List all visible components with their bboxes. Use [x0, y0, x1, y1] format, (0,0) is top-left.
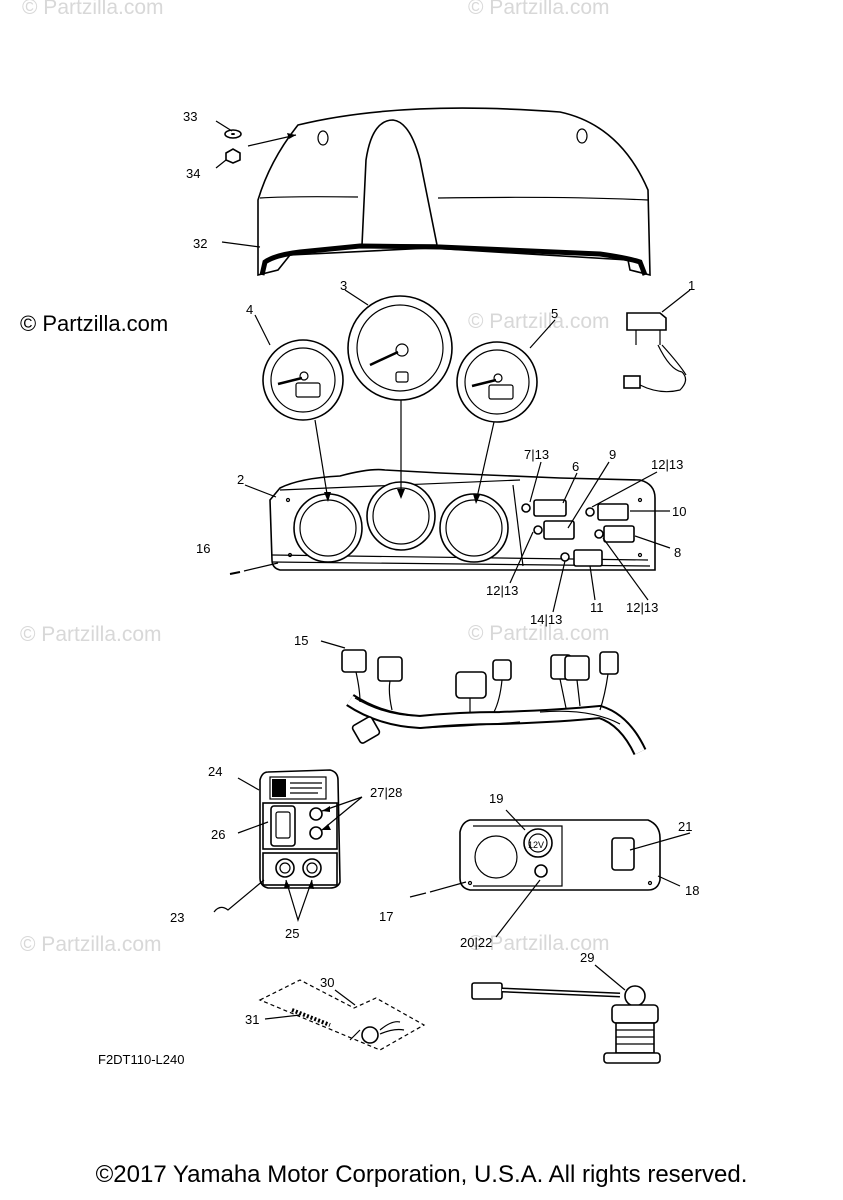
callout-27-28: 27|28 — [370, 785, 402, 800]
callout-12-13-c: 12|13 — [626, 600, 658, 615]
socket-label: 12V — [528, 840, 544, 850]
callout-3: 3 — [340, 278, 347, 293]
callout-17: 17 — [379, 909, 393, 924]
callout-24: 24 — [208, 764, 222, 779]
callout-21: 21 — [678, 819, 692, 834]
callout-7-13: 7|13 — [524, 447, 549, 462]
callout-19: 19 — [489, 791, 503, 806]
watermark: © Partzilla.com — [20, 933, 162, 956]
callout-8: 8 — [674, 545, 681, 560]
callout-23: 23 — [170, 910, 184, 925]
sensor-part — [471, 982, 661, 1064]
copyright-notice: ©2017 Yamaha Motor Corporation, U.S.A. A… — [95, 1161, 748, 1188]
callout-30: 30 — [320, 975, 334, 990]
callout-4: 4 — [246, 302, 253, 317]
callout-12-13-a: 12|13 — [651, 457, 683, 472]
callout-20-22: 20|22 — [460, 935, 492, 950]
callout-10: 10 — [672, 504, 686, 519]
switch-panel-part — [259, 769, 341, 889]
dash-cover-part — [257, 107, 651, 277]
watermark: © Partzilla.com — [468, 932, 610, 955]
speedometer-gauge-part — [347, 295, 453, 401]
accessory-panel-part — [459, 819, 661, 891]
callout-32: 32 — [193, 236, 207, 251]
callout-11: 11 — [590, 600, 604, 615]
callout-34: 34 — [186, 166, 200, 181]
callout-12-13-b: 12|13 — [486, 583, 518, 598]
leader-line — [247, 134, 297, 147]
watermark: © Partzilla.com — [20, 623, 162, 646]
leader-line — [243, 562, 279, 572]
nut-part — [225, 148, 241, 164]
meter-panel-part — [269, 468, 656, 571]
callout-29: 29 — [580, 950, 594, 965]
callout-26: 26 — [211, 827, 225, 842]
right-gauge-part — [456, 341, 538, 423]
leader-lines — [215, 120, 691, 1020]
callout-16: 16 — [196, 541, 210, 556]
leader-line — [409, 881, 467, 898]
leader-line — [213, 879, 265, 913]
figure-code: F2DT110-L240 — [98, 1052, 184, 1067]
callout-25: 25 — [285, 926, 299, 941]
callout-5: 5 — [551, 306, 558, 321]
callout-18: 18 — [685, 883, 699, 898]
watermark: © Partzilla.com — [468, 0, 610, 19]
switch-kit-part — [258, 979, 426, 1051]
leader-line — [320, 640, 346, 649]
wire-harness-part — [341, 649, 647, 756]
callout-2: 2 — [237, 472, 244, 487]
callout-33: 33 — [183, 109, 197, 124]
callout-1: 1 — [688, 278, 695, 293]
left-gauge-part — [262, 339, 344, 421]
watermark: © Partzilla.com — [468, 622, 610, 645]
callout-31: 31 — [245, 1012, 259, 1027]
arrow-head — [324, 489, 480, 504]
washer-part — [224, 129, 242, 139]
arrow-head — [287, 133, 296, 139]
watermark: © Partzilla.com — [468, 310, 610, 333]
watermark: © Partzilla.com — [22, 0, 164, 19]
watermark-main: © Partzilla.com — [20, 311, 168, 336]
relay-part — [623, 312, 687, 393]
leader-line — [314, 400, 495, 503]
callout-15: 15 — [294, 633, 308, 648]
callout-14-13: 14|13 — [530, 612, 562, 627]
callout-6: 6 — [572, 459, 579, 474]
callout-9: 9 — [609, 447, 616, 462]
